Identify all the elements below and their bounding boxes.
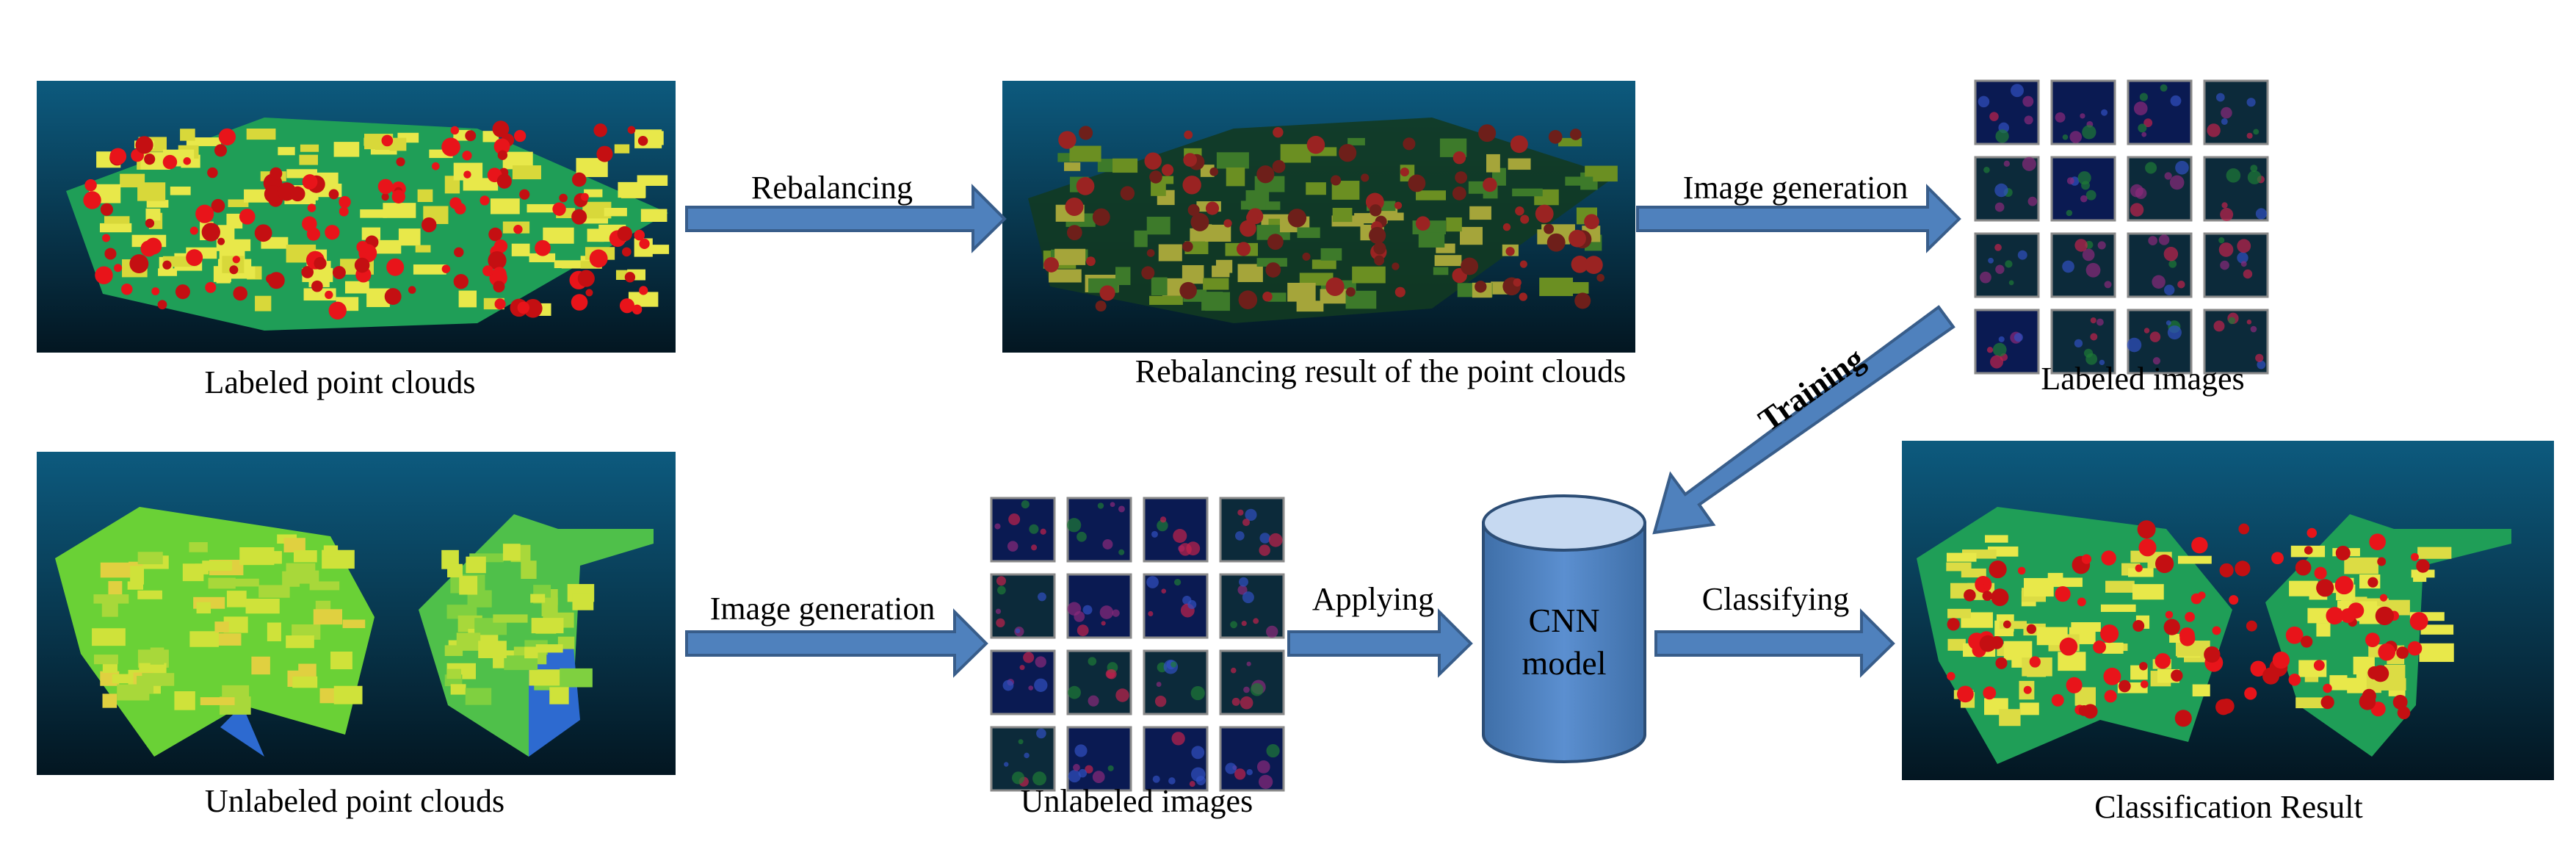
caption-labeled-images: Labeled images [2041,361,2244,397]
image-thumbnail [1066,649,1132,715]
applying-arrow: Applying [1287,581,1473,678]
unlabeled-image-grid [990,497,1285,792]
classification-result-panel [1902,441,2554,780]
image-thumbnail [1219,726,1285,792]
labeled-point-cloud-panel [37,81,676,353]
unlabeled-point-cloud-panel [37,452,676,775]
image-thumbnail [1219,497,1285,563]
caption-labeled-point-clouds: Labeled point clouds [204,364,475,400]
applying-label: Applying [1312,581,1434,617]
labeled-image-grid [1974,79,2269,375]
image-generation-arrow-top: Image generation [1636,170,1961,253]
caption-unlabeled-point-clouds: Unlabeled point clouds [205,783,504,819]
caption-unlabeled-images: Unlabeled images [1021,783,1253,819]
rebalanced-point-cloud-panel [1002,81,1635,353]
rebalancing-label: Rebalancing [751,170,913,206]
cnn-label-line2: model [1522,644,1607,682]
image-generation-label-top: Image generation [1683,170,1909,206]
image-thumbnail [1974,309,2040,375]
classifying-arrow: Classifying [1654,581,1895,678]
cnn-label-line1: CNN [1528,602,1599,639]
image-generation-label-bottom: Image generation [710,591,936,627]
image-thumbnail [1143,649,1209,715]
image-thumbnail [2203,232,2269,298]
cnn-model-cylinder: CNN model [1482,494,1646,763]
caption-rebalancing-result: Rebalancing result of the point clouds [1135,353,1626,389]
rebalancing-arrow: Rebalancing [685,170,1007,253]
image-generation-arrow-bottom: Image generation [685,591,988,678]
classifying-label: Classifying [1702,581,1849,617]
caption-classification-result: Classification Result [2094,789,2362,825]
